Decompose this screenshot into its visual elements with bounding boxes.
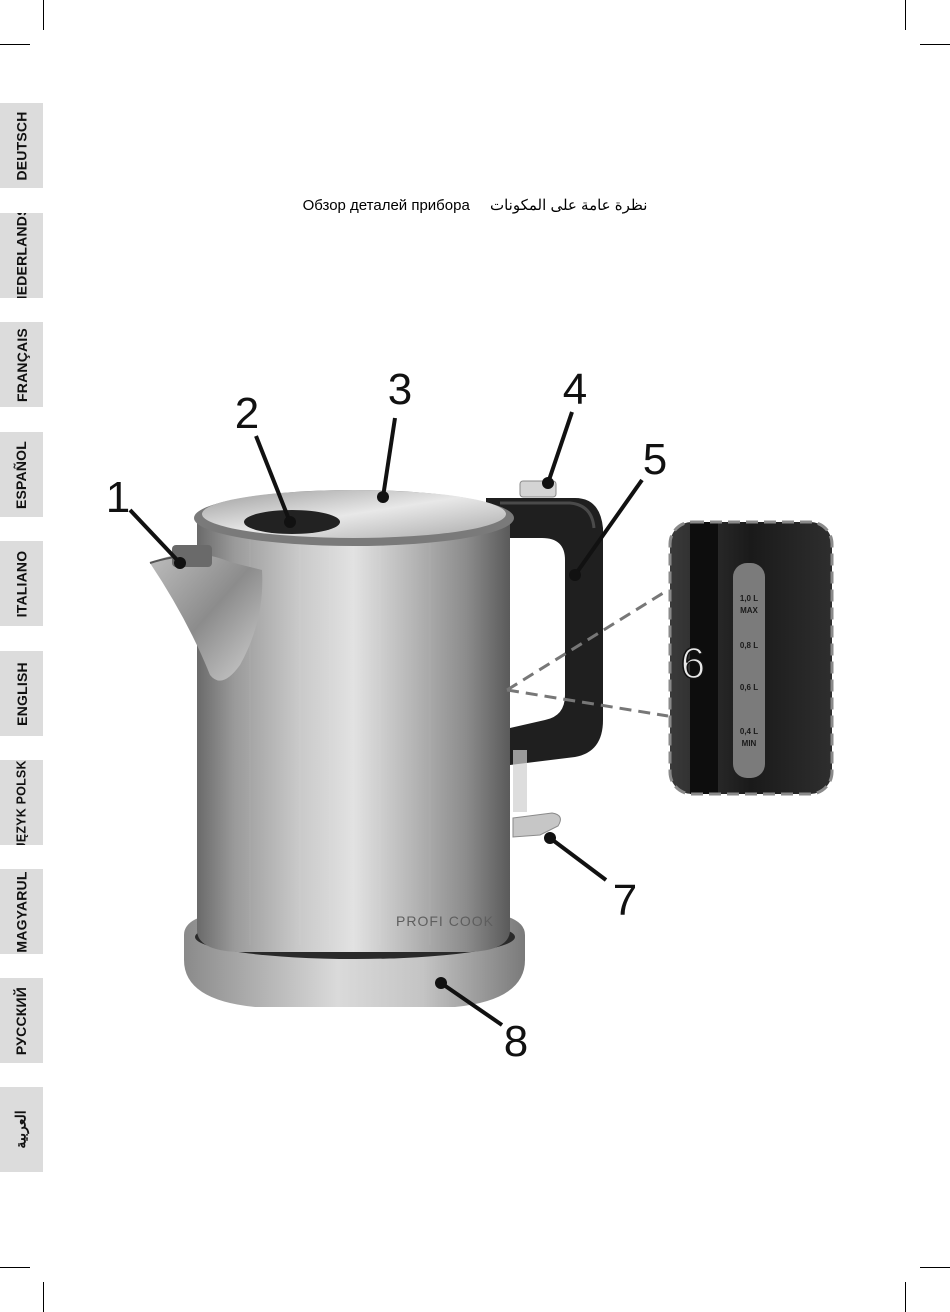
level-label: 0,4 L bbox=[740, 727, 758, 736]
level-label: 0,8 L bbox=[740, 641, 758, 650]
level-label: 0,6 L bbox=[740, 683, 758, 692]
callout-3: 3 bbox=[388, 365, 412, 414]
callout-6: 6 bbox=[681, 639, 705, 688]
callout-4: 4 bbox=[563, 365, 587, 414]
callout-5: 5 bbox=[643, 435, 667, 484]
water-gauge bbox=[513, 750, 527, 812]
callout-8: 8 bbox=[504, 1017, 528, 1066]
callout-7: 7 bbox=[613, 876, 637, 925]
brand-logo: PROFI COOK bbox=[396, 913, 494, 929]
level-sublabel: MIN bbox=[742, 739, 757, 748]
callout-1: 1 bbox=[106, 473, 130, 522]
level-sublabel: MAX bbox=[740, 606, 758, 615]
level-label: 1,0 L bbox=[740, 594, 758, 603]
callout-2: 2 bbox=[235, 389, 259, 438]
